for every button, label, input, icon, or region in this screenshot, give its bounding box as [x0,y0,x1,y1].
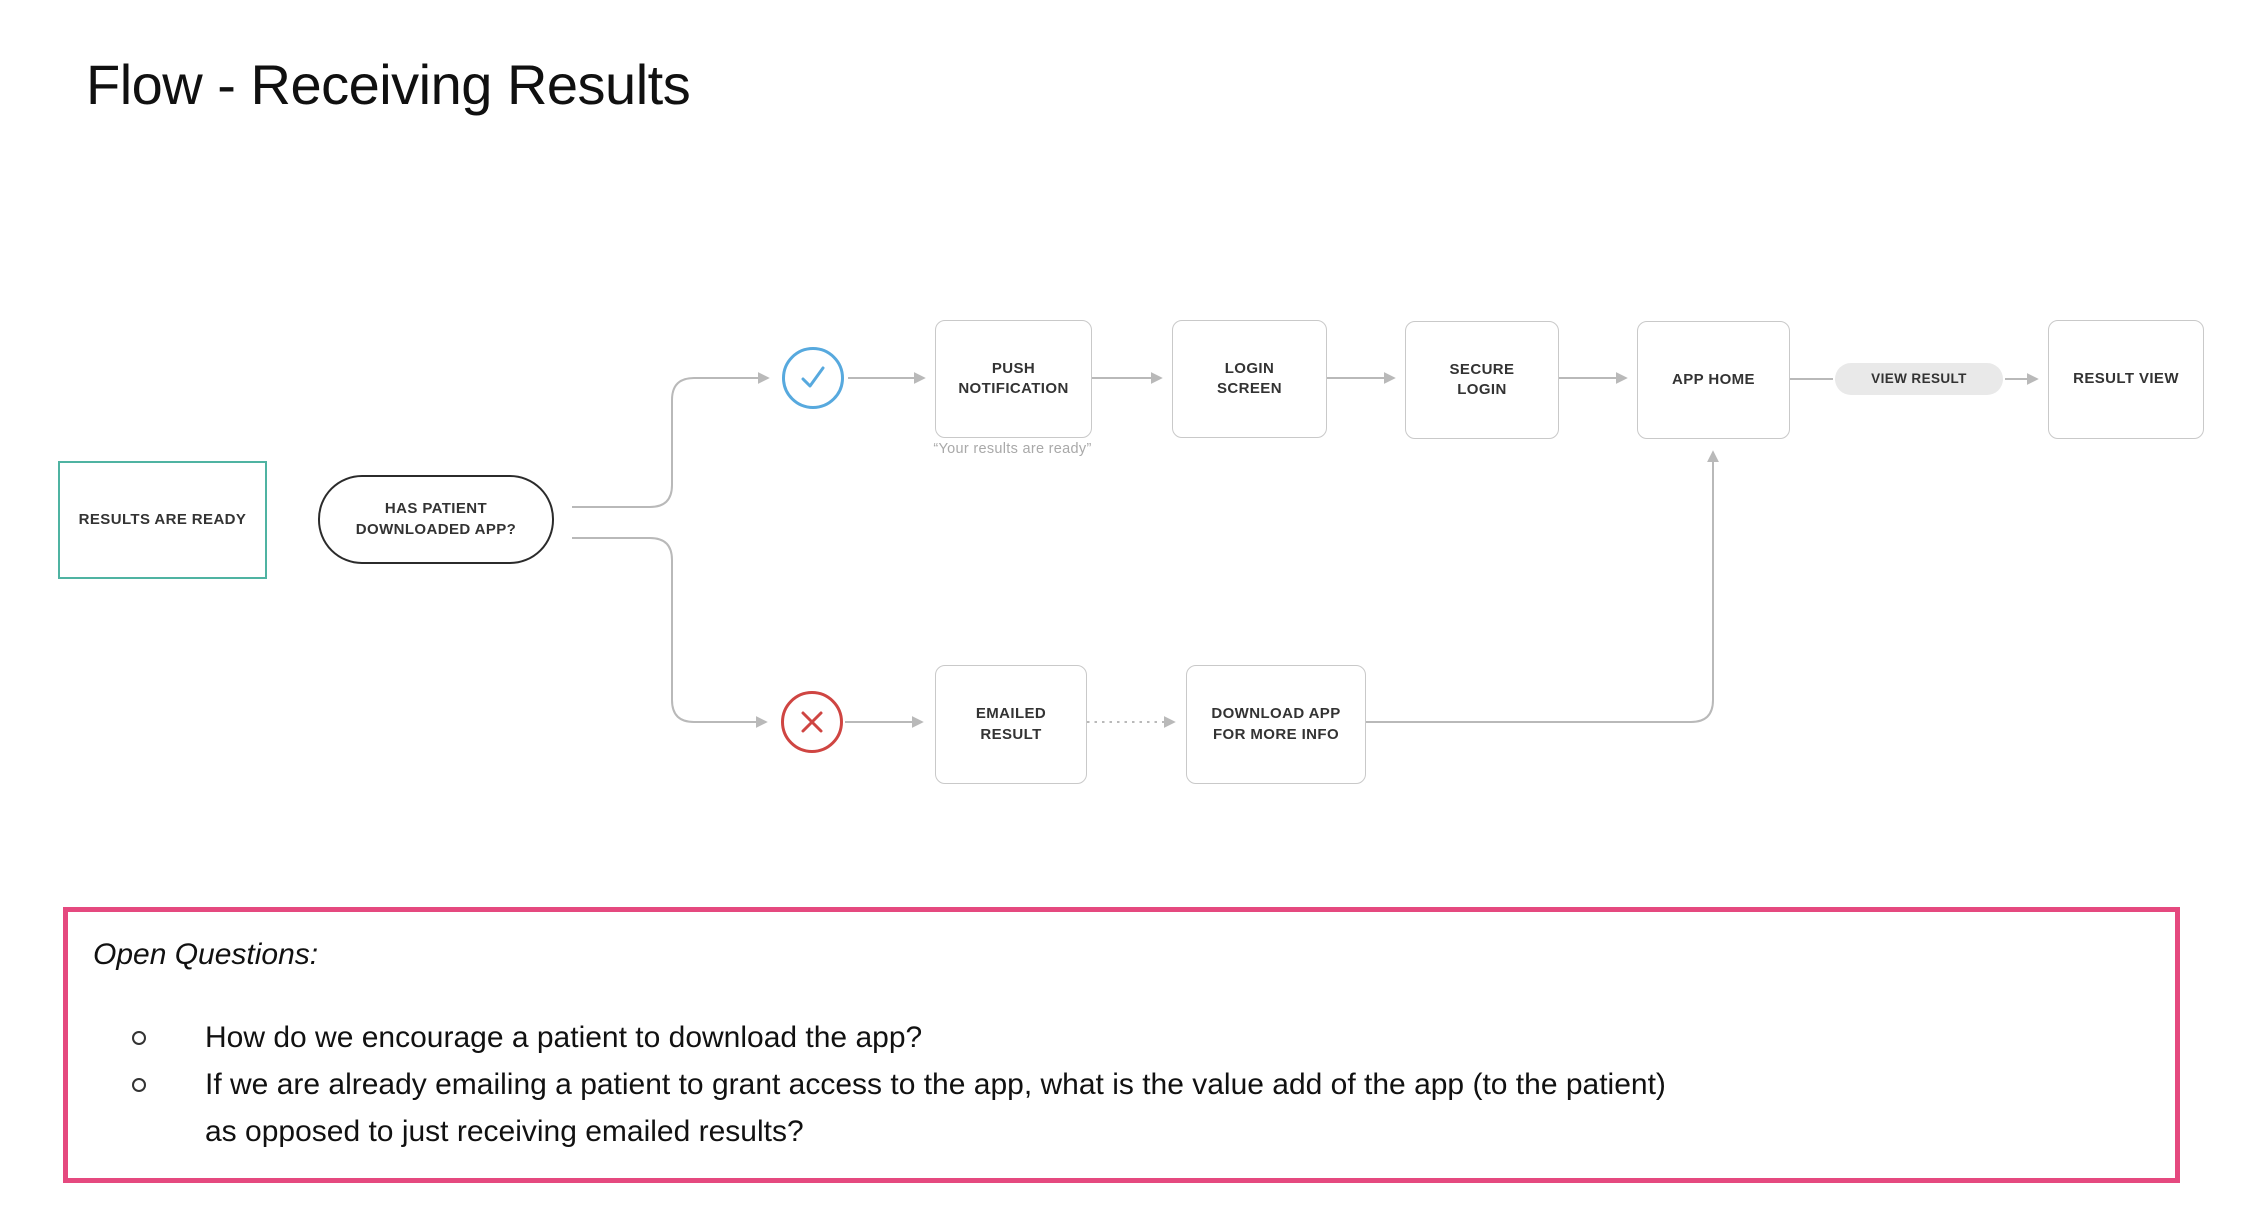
open-question-text: How do we encourage a patient to downloa… [205,1021,923,1054]
connector-decision-to-no [572,537,768,728]
list-item: How do we encourage a patient to downloa… [68,1014,2175,1061]
node-view-result: VIEW RESULT [1835,363,2003,395]
x-icon [801,711,823,733]
branch-yes-circle [782,347,844,409]
bullet-circle-icon [132,1078,146,1092]
connector-download-to-apphome [1366,450,1719,723]
node-push-notification: PUSH NOTIFICATION [935,320,1092,438]
node-login-screen: LOGIN SCREEN [1172,320,1327,438]
open-questions-heading: Open Questions: [93,938,319,971]
node-results-are-ready: RESULTS ARE READY [58,461,267,579]
node-result-view: RESULT VIEW [2048,320,2204,439]
list-item: If we are already emailing a patient to … [68,1061,2175,1155]
node-download-app-for-more-info: DOWNLOAD APP FOR MORE INFO [1186,665,1366,784]
open-questions-box: Open Questions: How do we encourage a pa… [63,907,2180,1183]
node-secure-login: SECURE LOGIN [1405,321,1559,439]
push-notification-caption: “Your results are ready” [933,441,1092,457]
branch-no-circle [781,691,843,753]
open-question-text: If we are already emailing a patient to … [205,1068,1666,1148]
node-decision-has-patient-downloaded-app: HAS PATIENT DOWNLOADED APP? [318,475,554,564]
bullet-circle-icon [132,1031,146,1045]
check-icon [801,366,825,388]
node-emailed-result: EMAILED RESULT [935,665,1087,784]
connector-decision-to-yes [572,372,770,508]
node-app-home: APP HOME [1637,321,1790,439]
open-questions-list: How do we encourage a patient to downloa… [68,1014,2175,1155]
page-title: Flow - Receiving Results [86,53,691,116]
